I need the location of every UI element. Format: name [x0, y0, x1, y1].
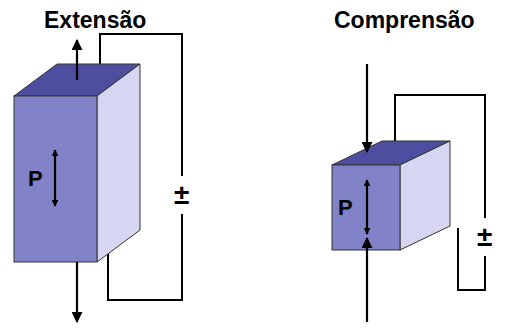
polarization-arrow: [54, 150, 56, 206]
force-arrows-right: [366, 64, 368, 322]
force-arrows-left: [76, 40, 78, 322]
wire-right: [395, 95, 485, 290]
polarization-label: P: [28, 168, 43, 190]
battery-symbol: ±: [476, 221, 493, 253]
battery-symbol: ±: [173, 179, 190, 211]
title-label: Extensão: [44, 9, 146, 32]
title-label: Comprensão: [334, 9, 475, 32]
polarization-label: P: [338, 197, 353, 219]
crystal-cube: P: [14, 96, 97, 262]
polarization-arrow: [366, 180, 368, 234]
crystal-cube: P: [332, 165, 400, 250]
cube-left: [14, 64, 140, 262]
cube-right: [332, 141, 450, 250]
